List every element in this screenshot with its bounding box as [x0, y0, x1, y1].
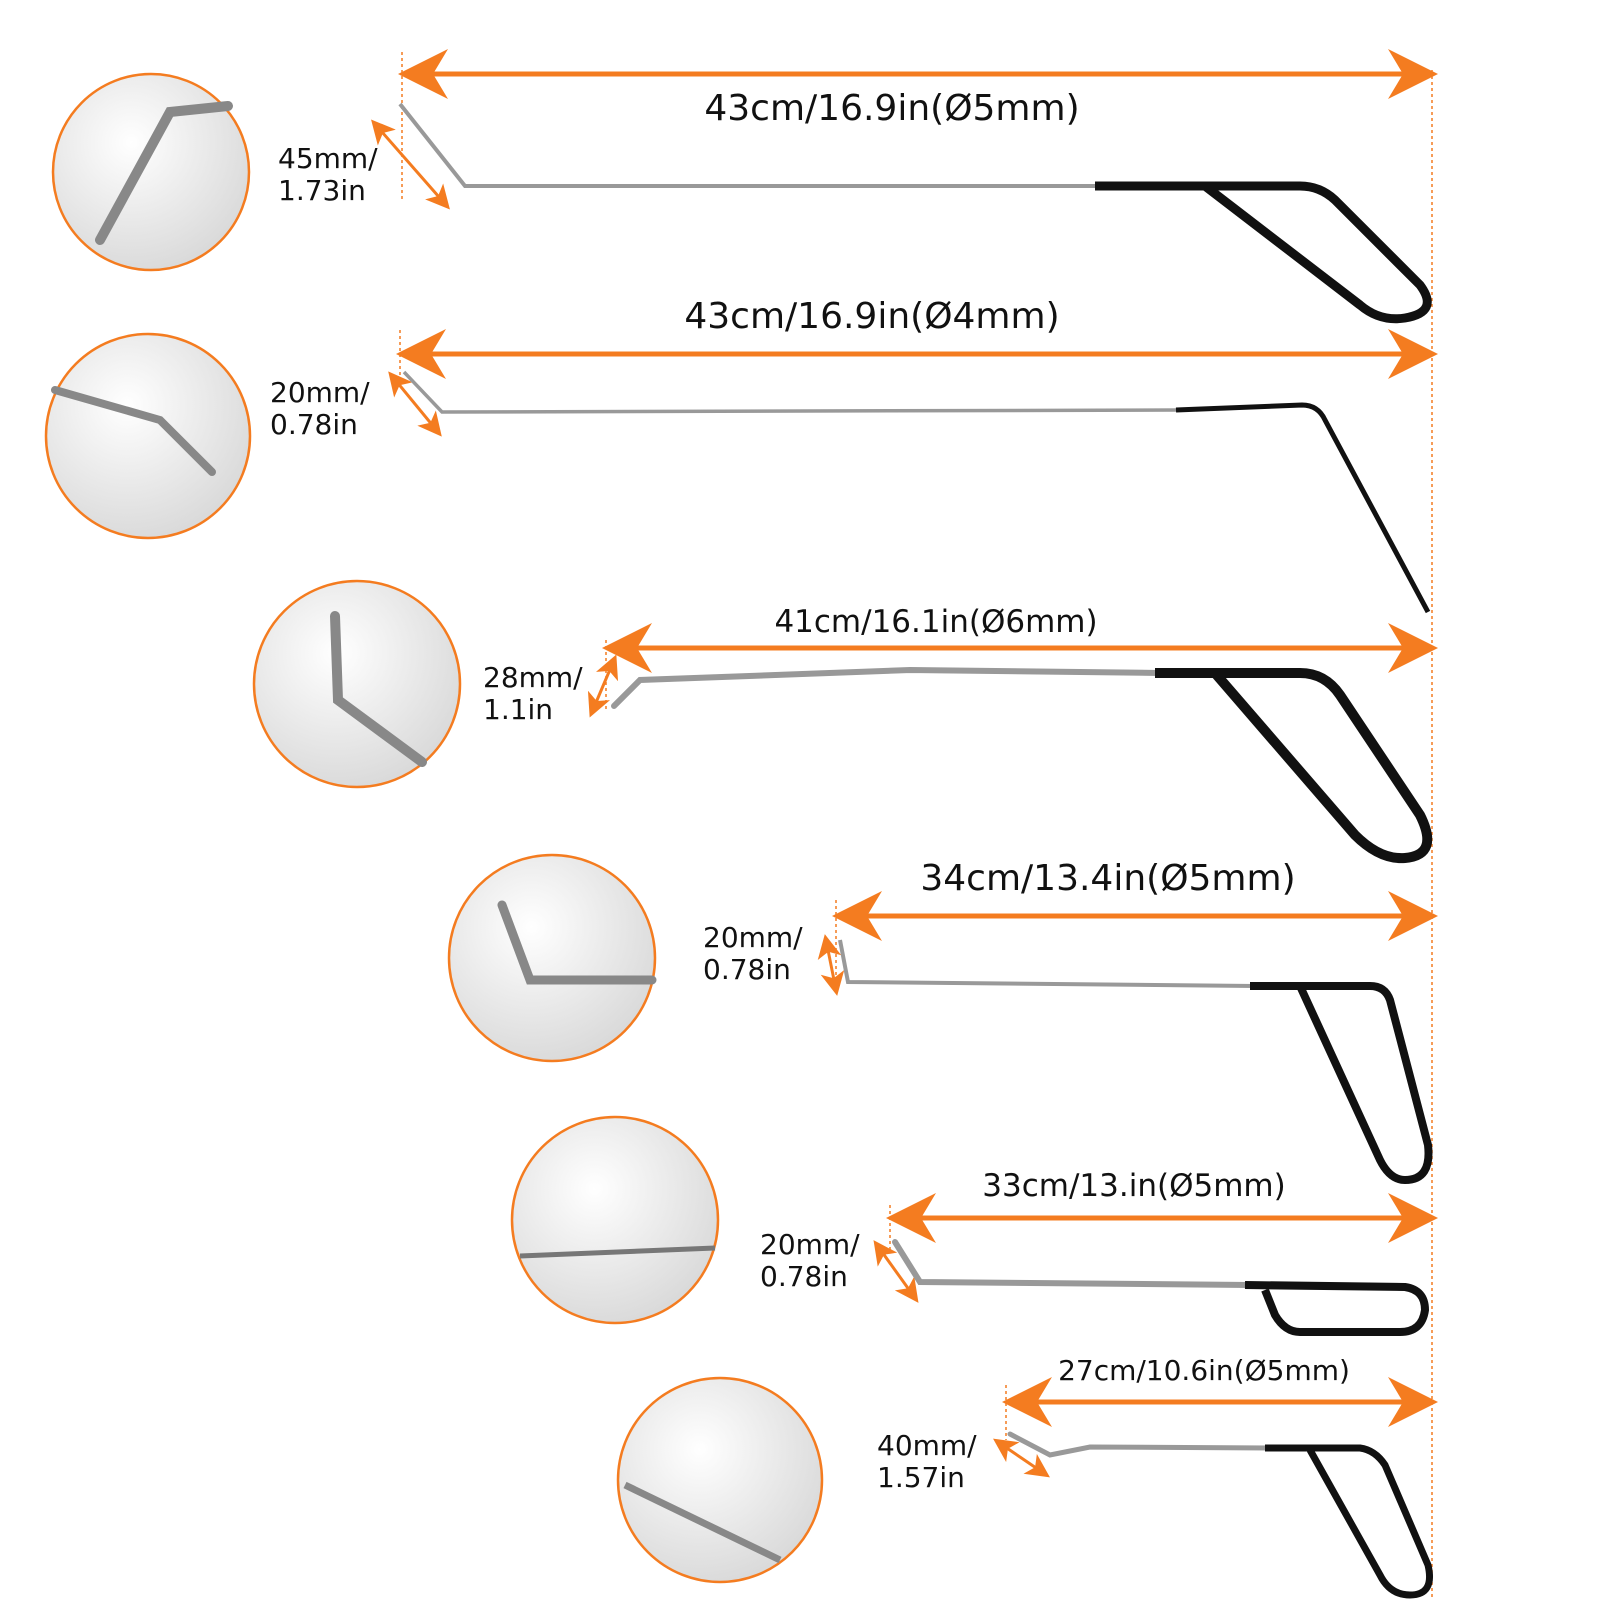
length-label-4: 34cm/13.4in(Ø5mm) [920, 858, 1295, 899]
tip-closeup-3 [252, 579, 462, 789]
tip-label-6b: 1.57in [877, 1461, 965, 1494]
tip-arrow-4 [817, 934, 845, 996]
length-label-2: 43cm/16.9in(Ø4mm) [684, 296, 1059, 337]
tip-label-3b: 1.1in [483, 693, 553, 726]
length-label-5: 33cm/13.in(Ø5mm) [982, 1168, 1285, 1204]
tip-closeup-6 [616, 1376, 824, 1584]
tool-6: 27cm/10.6in(Ø5mm) 40mm/ 1.57in [616, 1354, 1438, 1599]
tip-closeup-rod-3 [330, 611, 427, 767]
tip-label-4a: 20mm/ [703, 921, 803, 954]
tip-label-1a: 45mm/ [278, 142, 378, 175]
tip-closeup-5 [510, 1115, 720, 1325]
tip-closeup-2 [44, 332, 252, 540]
tip-label-1b: 1.73in [278, 174, 366, 207]
tip-closeup-rod-4 [497, 900, 657, 985]
tip-arrow-3 [587, 654, 619, 718]
tip-closeup-1 [51, 72, 251, 272]
tip-closeup-rod-5 [519, 1245, 716, 1259]
tip-arrow-6 [993, 1438, 1050, 1478]
handle-2 [1175, 402, 1431, 614]
tip-closeup-4 [447, 853, 657, 1063]
rod-4 [838, 939, 1256, 988]
length-label-3: 41cm/16.1in(Ø6mm) [774, 604, 1097, 640]
tool-4: 34cm/13.4in(Ø5mm) 20mm/ 0.78in [447, 853, 1438, 1184]
handle-1 [1095, 181, 1432, 324]
tip-label-3a: 28mm/ [483, 661, 583, 694]
tip-closeup-rod-1 [95, 101, 233, 245]
handle-3 [1155, 668, 1433, 864]
rod-6 [1007, 1431, 1273, 1458]
tip-label-5a: 20mm/ [760, 1228, 860, 1261]
tip-label-2a: 20mm/ [270, 376, 370, 409]
tip-label-2b: 0.78in [270, 408, 358, 441]
tool-2: 43cm/16.9in(Ø4mm) 20mm/ 0.78in [44, 296, 1438, 614]
tip-arrow-5 [873, 1240, 919, 1303]
handle-4 [1250, 982, 1433, 1184]
tool-1: 43cm/16.9in(Ø5mm) 45mm/ 1.73in [51, 49, 1438, 324]
handle-5 [1244, 1281, 1429, 1336]
tool-3: 41cm/16.1in(Ø6mm) 28mm/ 1.1in [252, 579, 1438, 864]
tip-arrow-1 [371, 119, 450, 210]
tip-label-5b: 0.78in [760, 1260, 848, 1293]
tool-5: 33cm/13.in(Ø5mm) 20mm/ 0.78in [510, 1115, 1438, 1336]
tip-arrow-2 [388, 371, 442, 437]
rod-2 [402, 370, 1181, 414]
length-label-6: 27cm/10.6in(Ø5mm) [1058, 1354, 1350, 1387]
rod-3 [611, 666, 1163, 709]
tip-label-4b: 0.78in [703, 953, 791, 986]
rod-1 [398, 102, 1100, 188]
length-label-1: 43cm/16.9in(Ø5mm) [704, 88, 1079, 129]
tip-label-6a: 40mm/ [877, 1429, 977, 1462]
handle-6 [1265, 1444, 1433, 1599]
rod-5 [892, 1239, 1253, 1288]
tip-closeup-rod-2 [51, 386, 216, 476]
tip-closeup-rod-6 [623, 1481, 782, 1564]
